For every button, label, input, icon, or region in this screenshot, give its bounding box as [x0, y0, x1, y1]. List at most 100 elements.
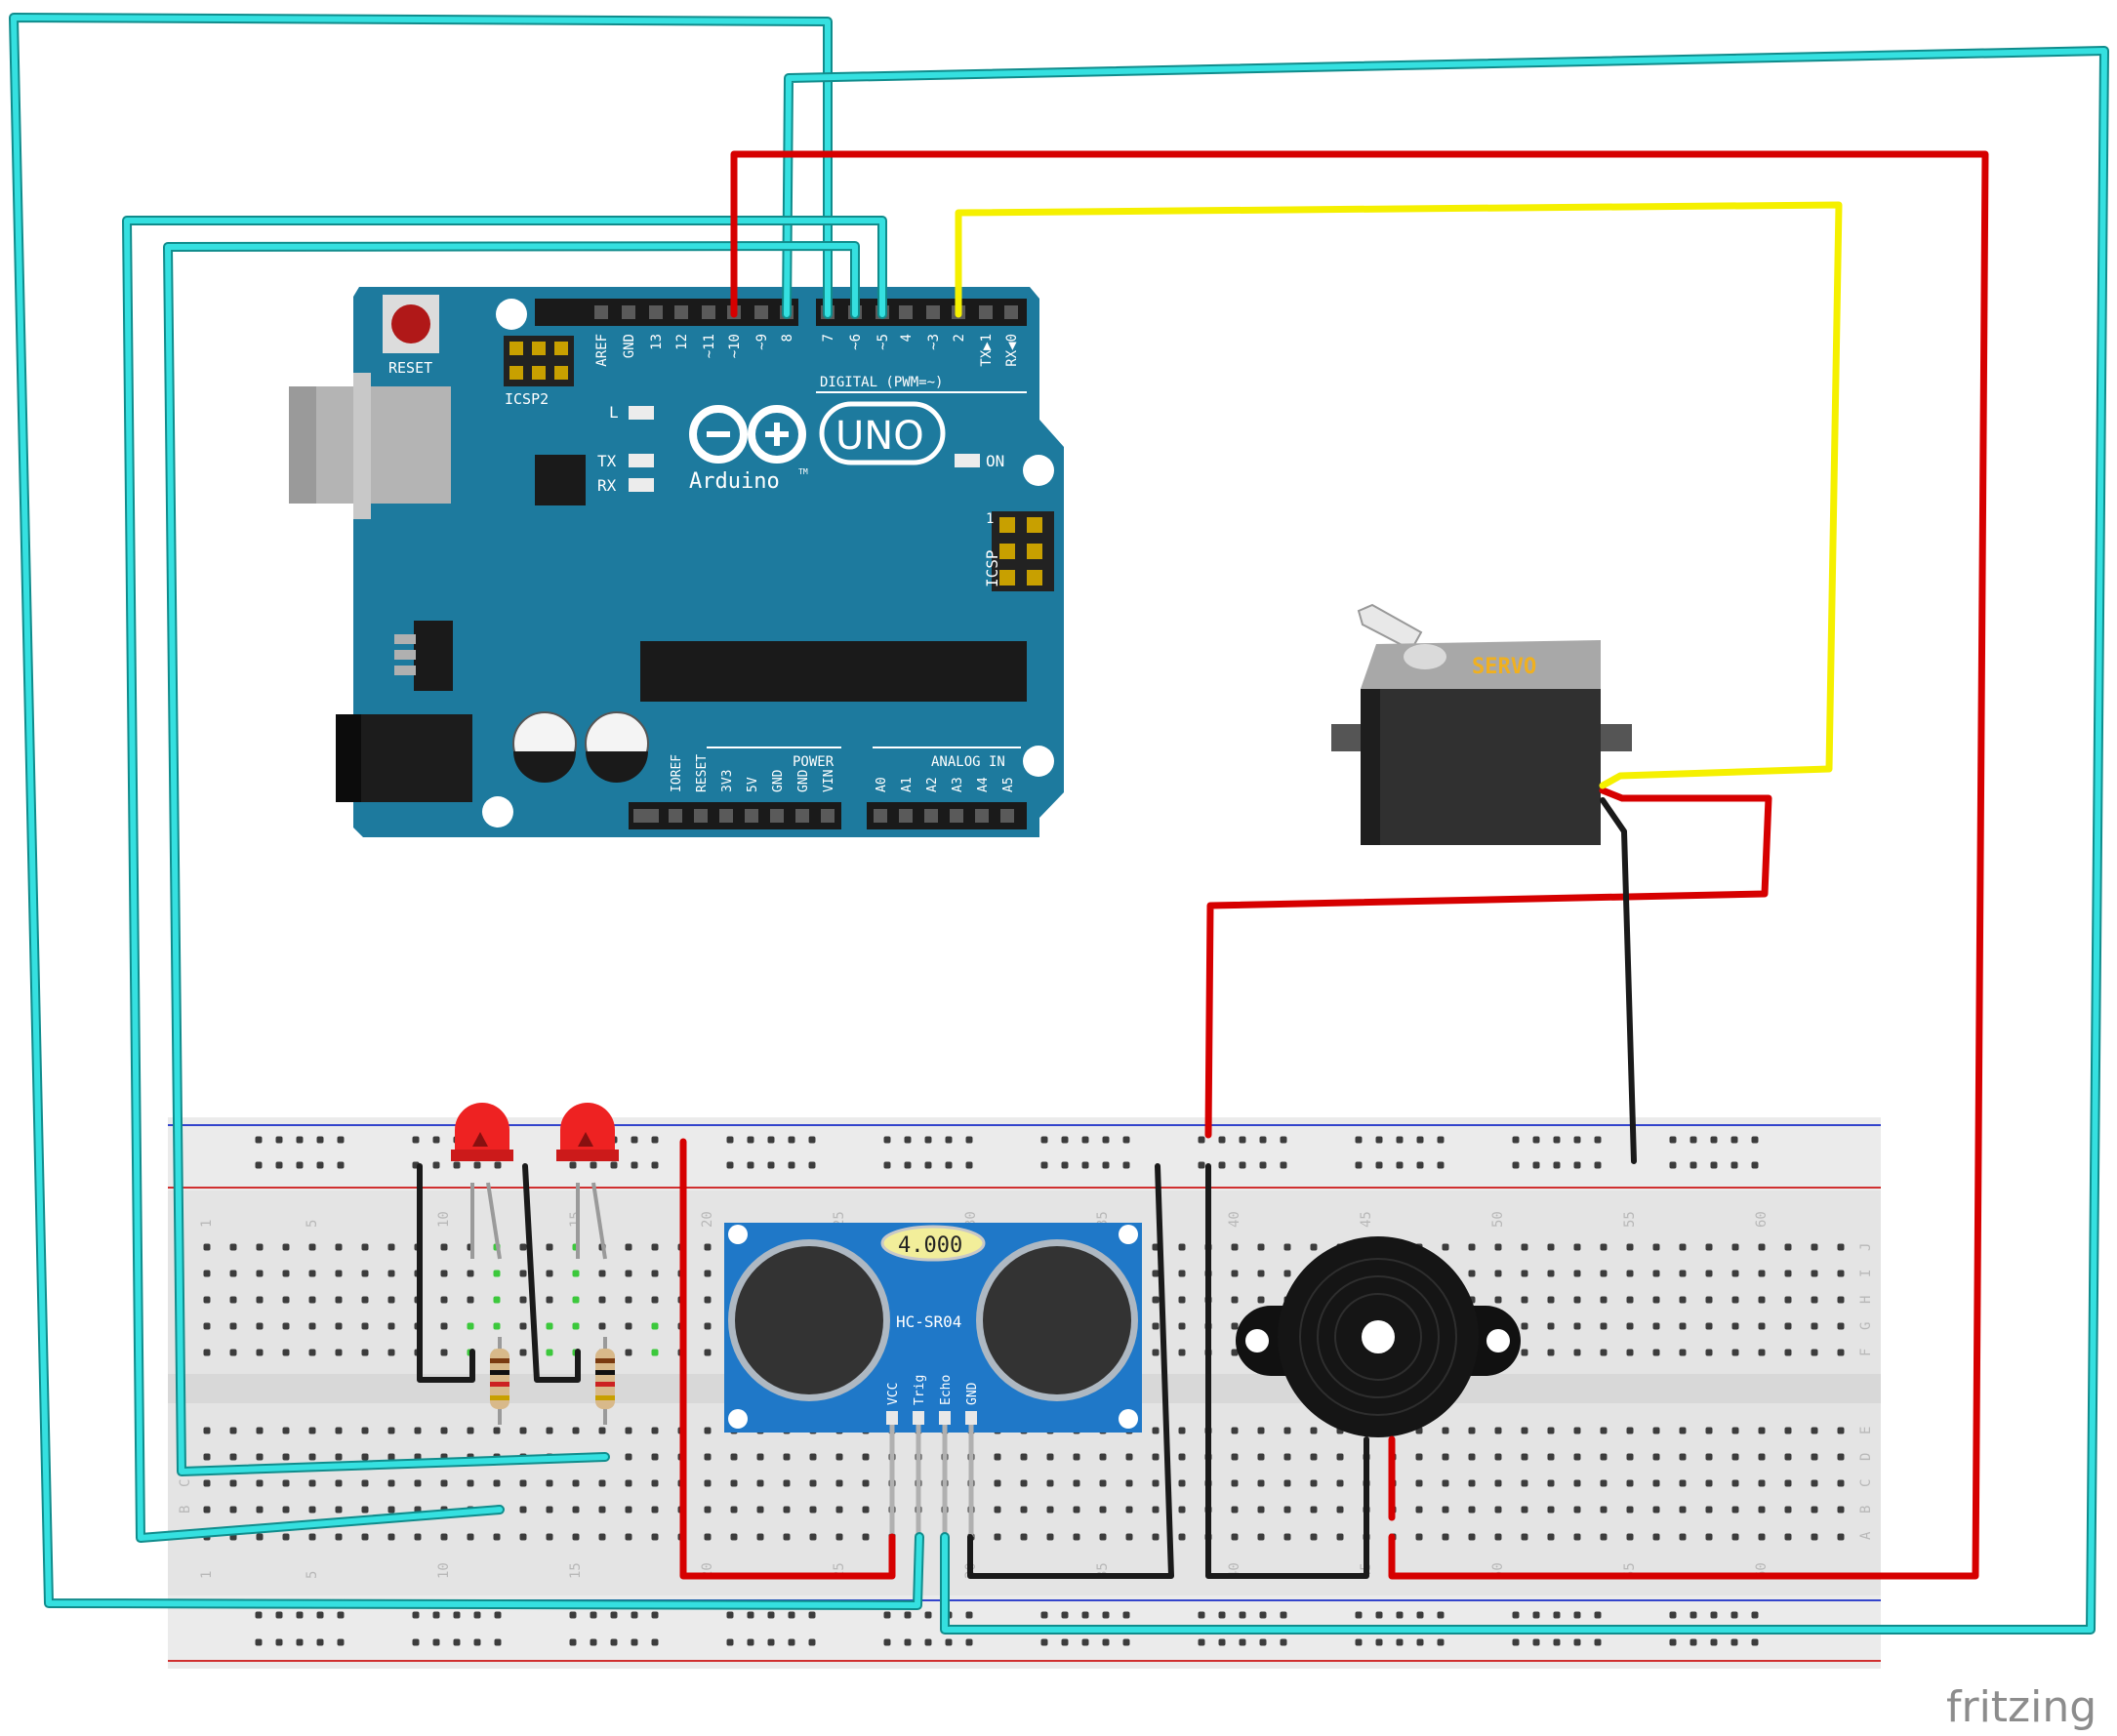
breadboard-hole: [1679, 1427, 1687, 1434]
led-dome: [455, 1103, 509, 1151]
breadboard-hole: [572, 1296, 580, 1304]
breadboard-hole: [598, 1270, 606, 1277]
rail-hole: [924, 1136, 932, 1144]
breadboard-hole: [546, 1243, 553, 1251]
breadboard-hole: [1626, 1243, 1634, 1251]
header-pin: [899, 809, 913, 823]
breadboard-hole: [308, 1533, 316, 1541]
servo-horn: [1357, 603, 1423, 652]
rail-hole: [1081, 1161, 1089, 1169]
breadboard-hole: [704, 1479, 712, 1487]
breadboard-hole: [651, 1479, 659, 1487]
breadboard-hole: [1600, 1270, 1608, 1277]
rail-hole: [337, 1638, 345, 1646]
rail-hole: [747, 1611, 754, 1619]
breadboard-hole: [1758, 1479, 1766, 1487]
breadboard-hole: [1784, 1243, 1792, 1251]
breadboard-hole: [994, 1533, 1001, 1541]
rail-hole: [275, 1611, 283, 1619]
breadboard-hole: [387, 1243, 395, 1251]
rail-hole: [337, 1161, 345, 1169]
breadboard-hole: [756, 1506, 764, 1514]
breadboard-hole: [1099, 1533, 1107, 1541]
wire-black-servo-gnd: [1600, 797, 1637, 1164]
crystal: [880, 1225, 986, 1262]
breadboard-hole: [1573, 1296, 1581, 1304]
breadboard-hole: [1758, 1270, 1766, 1277]
breadboard-hole: [1731, 1533, 1739, 1541]
breadboard-hole: [1073, 1453, 1080, 1461]
breadboard-hole: [1310, 1243, 1318, 1251]
breadboard-hole: [519, 1243, 527, 1251]
led-base: [556, 1150, 619, 1161]
rail-hole: [1710, 1161, 1718, 1169]
breadboard-hole: [1758, 1243, 1766, 1251]
sensor-hole: [1119, 1409, 1138, 1429]
breadboard-hole: [1837, 1322, 1845, 1330]
breadboard-hole: [308, 1296, 316, 1304]
breadboard-hole: [1811, 1270, 1818, 1277]
rail-hole: [767, 1136, 775, 1144]
breadboard-hole: [835, 1479, 843, 1487]
rail-hole: [1437, 1161, 1445, 1169]
header-pin: [694, 809, 708, 823]
rail-hole: [1081, 1611, 1089, 1619]
rail-hole: [1259, 1638, 1267, 1646]
rail-hole: [337, 1136, 345, 1144]
breadboard-hole: [203, 1479, 211, 1487]
rail-hole: [1061, 1136, 1069, 1144]
breadboard-hole: [862, 1453, 870, 1461]
breadboard-hole: [1731, 1243, 1739, 1251]
power-pin-label: IOREF: [670, 754, 684, 792]
breadboard-hole: [229, 1322, 237, 1330]
header-pin: [770, 809, 784, 823]
breadboard-hole: [704, 1427, 712, 1434]
rail-hole: [651, 1161, 659, 1169]
breadboard-hole: [1521, 1453, 1528, 1461]
breadboard-hole: [519, 1506, 527, 1514]
wire-cyan-pin5: [122, 216, 887, 1543]
breadboard-hole: [1521, 1296, 1528, 1304]
sensor-pin-label: Echo: [939, 1375, 954, 1405]
servo-body-shade: [1361, 689, 1380, 845]
breadboard-hole: [572, 1533, 580, 1541]
breadboard-hole: [335, 1243, 343, 1251]
breadboard-hole: [256, 1453, 264, 1461]
crystal-label: 4.000: [898, 1233, 962, 1258]
led-die: [472, 1132, 488, 1147]
breadboard-hole: [1336, 1453, 1344, 1461]
servo-label: SERVO: [1472, 655, 1536, 679]
rail-hole: [1751, 1611, 1759, 1619]
rail-hole: [412, 1136, 420, 1144]
capacitor: [512, 711, 577, 783]
breadboard-hole: [1231, 1349, 1239, 1356]
row-letter: C: [1858, 1479, 1874, 1487]
breadboard-hole: [1600, 1349, 1608, 1356]
breadboard-hole: [625, 1453, 632, 1461]
breadboard-hole: [1626, 1427, 1634, 1434]
breadboard-hole: [1811, 1533, 1818, 1541]
rail-hole: [1573, 1136, 1581, 1144]
breadboard-hole: [335, 1533, 343, 1541]
breadboard-hole: [1283, 1243, 1291, 1251]
breadboard-hole: [1231, 1243, 1239, 1251]
rail-hole: [726, 1161, 734, 1169]
buzzer-ring: [1299, 1258, 1457, 1416]
column-number: 45: [1359, 1211, 1374, 1228]
breadboard-hole: [387, 1533, 395, 1541]
breadboard-hole: [1811, 1506, 1818, 1514]
rail-hole: [1081, 1136, 1089, 1144]
digital-pin-label: 13: [649, 334, 665, 350]
digital-pin-label: ~5: [875, 334, 891, 350]
rail-hole: [1040, 1638, 1048, 1646]
breadboard-hole: [704, 1533, 712, 1541]
header-pin: [924, 809, 938, 823]
breadboard-hole: [1152, 1349, 1160, 1356]
breadboard-hole: [1573, 1349, 1581, 1356]
arduino-tm: TM: [798, 467, 808, 476]
sensor-pin-label: Trig: [913, 1375, 927, 1405]
rail-hole: [1512, 1161, 1520, 1169]
breadboard-hole: [203, 1506, 211, 1514]
breadboard-hole: [519, 1322, 527, 1330]
breadboard-hole: [361, 1453, 369, 1461]
